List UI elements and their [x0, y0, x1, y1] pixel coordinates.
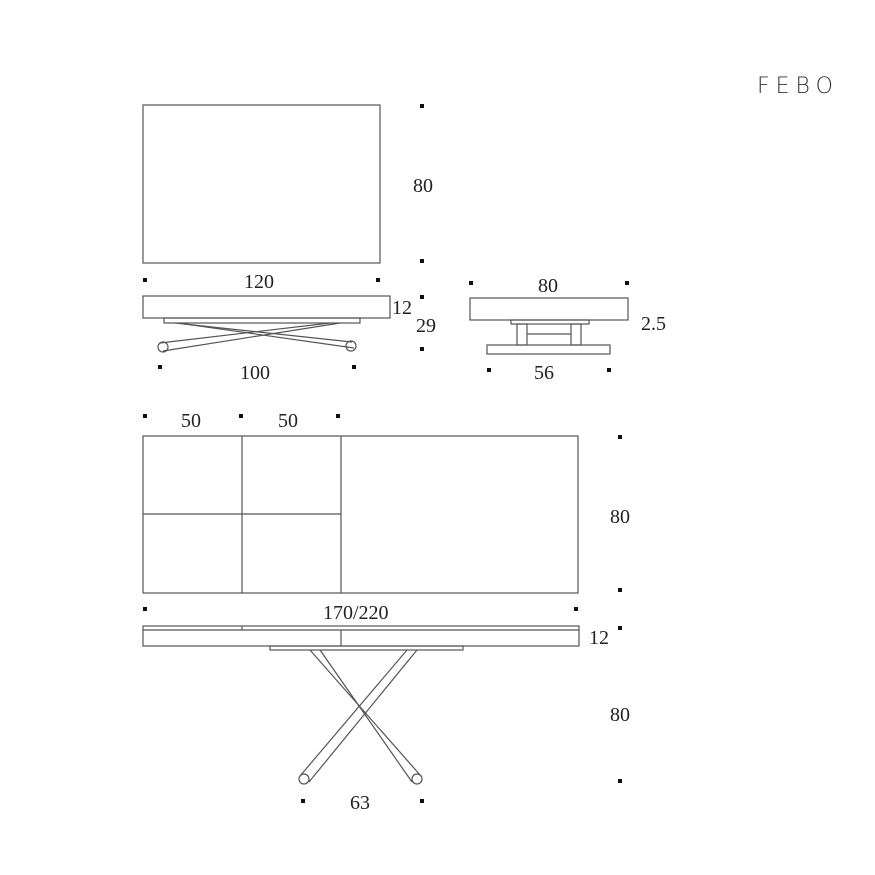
dim-marker — [618, 626, 622, 630]
dim-marker — [239, 414, 243, 418]
dim-marker — [420, 799, 424, 803]
dim-marker — [469, 281, 473, 285]
dim-marker — [336, 414, 340, 418]
dim-marker — [607, 368, 611, 372]
top-view: 80 120 — [142, 104, 433, 293]
leg-foot — [411, 773, 423, 785]
dim-marker — [158, 365, 162, 369]
end-base-label: 56 — [534, 362, 554, 384]
dim-marker — [618, 588, 622, 592]
dim-marker — [618, 435, 622, 439]
end-detail-label: 2.5 — [641, 313, 666, 335]
table-top-outline — [142, 104, 381, 264]
dim-marker — [143, 414, 147, 418]
panel-2-label: 50 — [278, 410, 298, 432]
dim-marker — [574, 607, 578, 611]
dim-marker — [420, 347, 424, 351]
dim-marker — [376, 278, 380, 282]
dim-marker — [618, 779, 622, 783]
extended-side-view: 12 80 63 — [142, 625, 630, 814]
top-width-label: 120 — [244, 271, 274, 293]
dim-marker — [487, 368, 491, 372]
brand-title: FEBO — [757, 74, 839, 99]
extended-leg-span-label: 63 — [350, 792, 370, 814]
dim-marker — [352, 365, 356, 369]
dim-marker — [143, 278, 147, 282]
end-view: 80 2.5 56 — [469, 275, 666, 384]
dim-marker — [143, 607, 147, 611]
side-view: 12 29 100 — [142, 295, 436, 384]
extended-top-view: 50 50 80 170/220 — [142, 410, 630, 624]
side-leg-span-label: 100 — [240, 362, 270, 384]
dim-marker — [420, 104, 424, 108]
top-depth-label: 80 — [413, 175, 433, 197]
dim-marker — [420, 295, 424, 299]
dim-marker — [301, 799, 305, 803]
leg-foot — [345, 340, 357, 352]
side-thickness-label: 12 — [392, 297, 412, 319]
end-depth-label: 80 — [538, 275, 558, 297]
panel-1-label: 50 — [181, 410, 201, 432]
extended-thickness-label: 12 — [589, 627, 609, 649]
leg-foot — [157, 341, 169, 353]
extended-height-label: 80 — [610, 704, 630, 726]
dim-marker — [420, 259, 424, 263]
dim-marker — [625, 281, 629, 285]
extended-depth-label: 80 — [610, 506, 630, 528]
side-height-label: 29 — [416, 315, 436, 337]
leg-foot — [298, 773, 310, 785]
extended-width-label: 170/220 — [323, 602, 389, 624]
